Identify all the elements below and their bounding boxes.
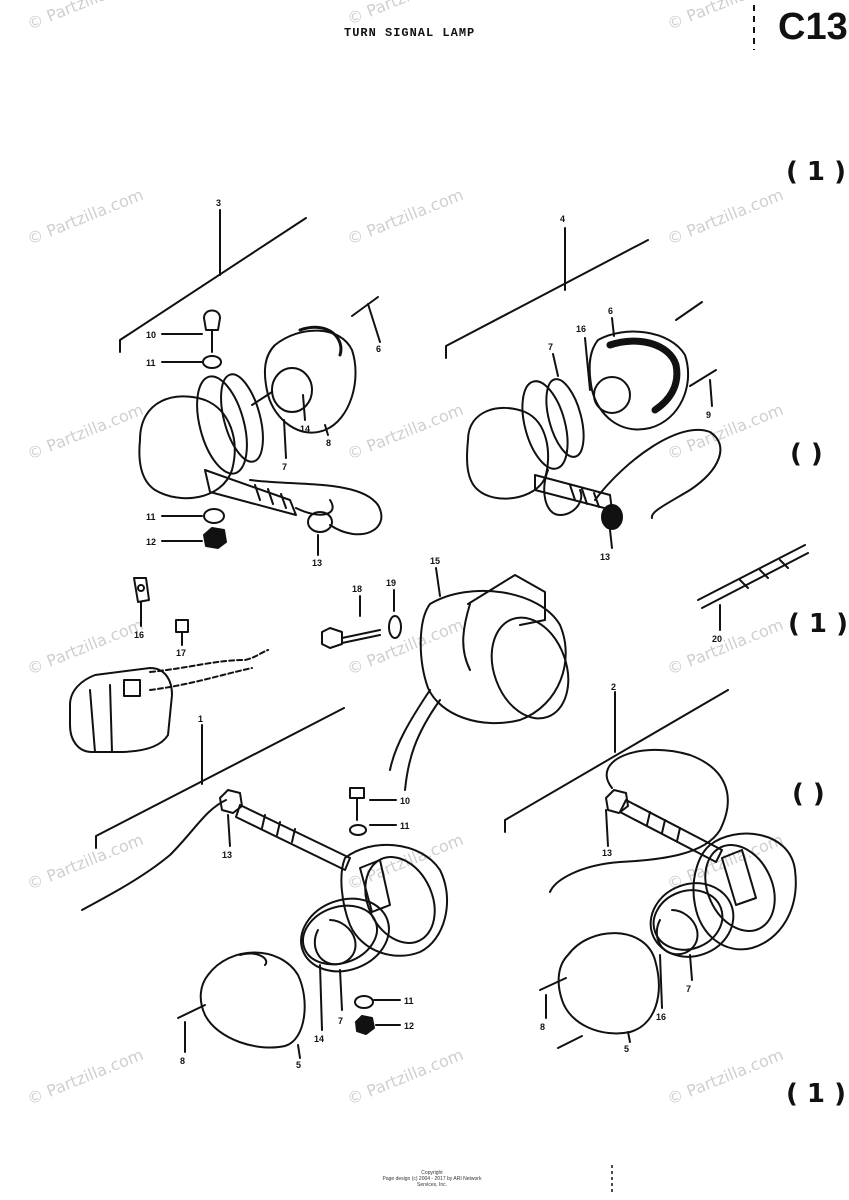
watermark: © Partzilla.com [24, 0, 146, 34]
callout-13: 13 [222, 850, 232, 860]
callout-8: 8 [540, 1022, 545, 1032]
callout-13: 13 [602, 848, 612, 858]
callout-11: 11 [146, 358, 156, 368]
watermark: © Partzilla.com [24, 400, 146, 464]
callout-14: 14 [300, 424, 310, 434]
watermark: © Partzilla.com [664, 0, 786, 34]
side-mark: ( ) [792, 779, 825, 809]
side-mark: ( 1 ) [788, 609, 848, 639]
callout-15: 15 [430, 556, 440, 566]
callout-16: 16 [134, 630, 144, 640]
callout-13: 13 [600, 552, 610, 562]
watermark: © Partzilla.com [344, 400, 466, 464]
callout-12: 12 [404, 1021, 414, 1031]
callout-14: 14 [314, 1034, 324, 1044]
strap-20 [697, 544, 809, 631]
side-mark: ( 1 ) [786, 1079, 846, 1109]
callout-6: 6 [608, 306, 613, 316]
callout-20: 20 [712, 634, 722, 644]
watermark: © Partzilla.com [664, 615, 786, 679]
watermark: © Partzilla.com [24, 1045, 146, 1109]
callout-labels: 3 10 11 6 8 14 7 11 12 13 4 6 16 7 9 13 … [134, 198, 722, 1070]
callout-13: 13 [312, 558, 322, 568]
callout-3: 3 [216, 198, 221, 208]
assembly-3-turn-signal [119, 209, 383, 556]
copyright-line: Copyright [421, 1170, 443, 1176]
callout-7: 7 [338, 1016, 343, 1026]
copyright-footer: Copyright Page design (c) 2004 - 2017 by… [372, 1170, 492, 1188]
callout-16: 16 [576, 324, 586, 334]
watermark: © Partzilla.com [344, 615, 466, 679]
callout-1: 1 [198, 714, 203, 724]
assembly-2-turn-signal [504, 689, 797, 1049]
callout-8: 8 [326, 438, 331, 448]
callout-9: 9 [706, 410, 711, 420]
assembly-1-turn-signal [81, 707, 448, 1059]
watermark: © Partzilla.com [664, 1045, 786, 1109]
watermark: © Partzilla.com [344, 0, 466, 29]
callout-12: 12 [146, 537, 156, 547]
watermark: © Partzilla.com [664, 185, 786, 249]
page-code: C13 [778, 6, 848, 48]
watermark: © Partzilla.com [24, 615, 146, 679]
callout-19: 19 [386, 578, 396, 588]
callout-11: 11 [404, 996, 414, 1006]
callout-10: 10 [146, 330, 156, 340]
callout-6: 6 [376, 344, 381, 354]
callout-7: 7 [282, 462, 287, 472]
side-mark: ( ) [790, 439, 823, 469]
relay-and-bracket-group [69, 577, 269, 753]
callout-5: 5 [624, 1044, 629, 1054]
watermark: © Partzilla.com [664, 830, 786, 894]
watermark: © Partzilla.com [344, 1045, 466, 1109]
callout-11: 11 [146, 512, 156, 522]
lamp-15-group [321, 567, 570, 791]
callout-10: 10 [400, 796, 410, 806]
callout-17: 17 [176, 648, 186, 658]
watermark: © Partzilla.com [24, 185, 146, 249]
callout-7: 7 [548, 342, 553, 352]
page-title: TURN SIGNAL LAMP [344, 26, 476, 40]
watermark: © Partzilla.com [344, 830, 466, 894]
callout-7: 7 [686, 984, 691, 994]
callout-18: 18 [352, 584, 362, 594]
callout-11: 11 [400, 821, 410, 831]
side-mark: ( 1 ) [786, 157, 846, 187]
callout-5: 5 [296, 1060, 301, 1070]
callout-16: 16 [656, 1012, 666, 1022]
assembly-4-turn-signal [445, 227, 722, 549]
callout-4: 4 [560, 214, 565, 224]
copyright-detail: Page design (c) 2004 - 2017 by ARI Netwo… [382, 1176, 482, 1188]
callout-8: 8 [180, 1056, 185, 1066]
watermark: © Partzilla.com [344, 185, 466, 249]
callout-2: 2 [611, 682, 616, 692]
